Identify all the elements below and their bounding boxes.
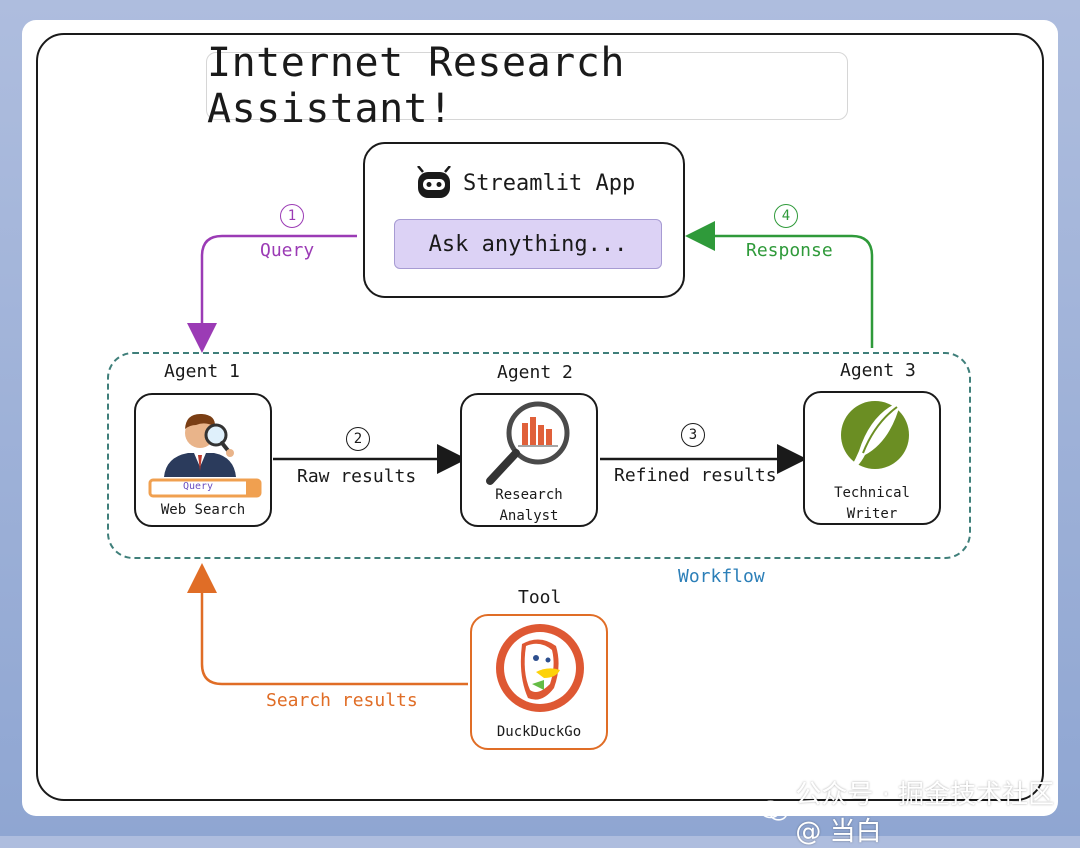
detective-magnifier-icon — [148, 413, 262, 498]
tool-caption: DuckDuckGo — [496, 724, 582, 740]
streamlit-app-box: Streamlit App Ask anything... — [363, 142, 685, 298]
agent-2-caption-line-1: Research — [495, 487, 563, 503]
agent-3-caption-line-1: Technical — [834, 485, 910, 501]
search-bar-text: Query — [182, 481, 214, 492]
agent-3-heading: Agent 3 — [840, 360, 916, 381]
step-2-badge: 2 — [346, 427, 370, 451]
agent-2-caption-line-2: Analyst — [499, 508, 559, 524]
page-title: Internet Research Assistant! — [206, 40, 848, 132]
agent-3-box: Technical Writer — [803, 391, 941, 525]
watermark: 公众号 · 掘金技术社区 @ 当白 — [760, 774, 1080, 848]
step-3-badge: 3 — [681, 423, 705, 447]
query-arrow — [187, 234, 357, 353]
app-title: Streamlit App — [463, 170, 636, 196]
ask-input[interactable]: Ask anything... — [394, 219, 662, 269]
tool-box: DuckDuckGo — [470, 614, 608, 750]
agent-1-heading: Agent 1 — [164, 361, 240, 382]
agent-2-box: Research Analyst — [460, 393, 598, 527]
diagram-frame — [36, 33, 1044, 801]
agent-3-caption-line-2: Writer — [846, 506, 898, 522]
watermark-text: 公众号 · 掘金技术社区 @ 当白 — [795, 780, 1055, 847]
app-header: Streamlit App — [415, 166, 635, 200]
agent-1-caption: Web Search — [160, 502, 246, 518]
raw-results-label: Raw results — [297, 466, 417, 487]
response-arrow — [685, 221, 874, 348]
search-results-arrow — [187, 563, 468, 686]
agent-1-box: Query Web Search — [134, 393, 272, 527]
refined-results-label: Refined results — [614, 465, 777, 486]
step-1-badge: 1 — [280, 204, 304, 228]
feather-quill-icon — [841, 401, 909, 477]
duckduckgo-logo-icon — [496, 624, 584, 712]
workflow-container — [107, 352, 971, 559]
magnifier-chart-icon — [486, 401, 570, 485]
response-label: Response — [746, 240, 833, 261]
search-results-label: Search results — [266, 690, 418, 711]
tool-heading: Tool — [518, 587, 562, 608]
streamlit-robot-icon — [417, 166, 451, 198]
agent-2-heading: Agent 2 — [497, 362, 573, 383]
step-4-badge: 4 — [774, 204, 798, 228]
workflow-label: Workflow — [678, 566, 765, 587]
wechat-icon — [760, 800, 788, 821]
query-label: Query — [260, 240, 315, 261]
